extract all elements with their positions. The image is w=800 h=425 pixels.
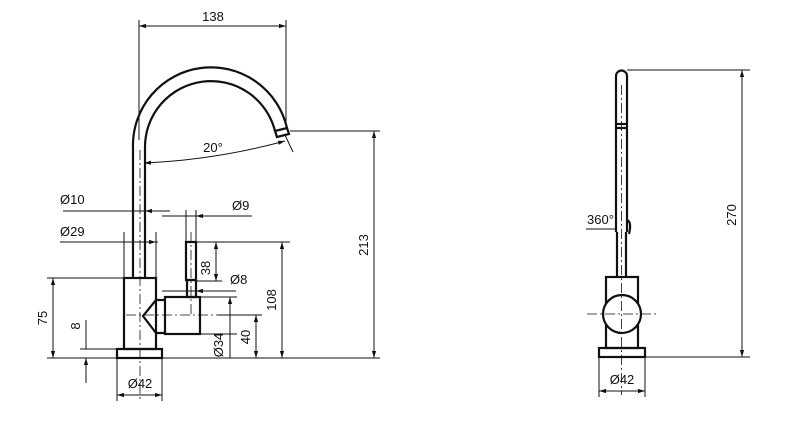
dim-base-thickness: 8 <box>68 322 83 329</box>
dim-total-height: 270 <box>724 204 739 226</box>
dim-body-diameter: Ø29 <box>60 224 85 239</box>
dim-body-height: 75 <box>35 311 50 325</box>
spout-outline <box>131 66 289 278</box>
dim-rotation: 360° <box>587 212 614 227</box>
dim-lever-stem-diameter: Ø8 <box>230 272 247 287</box>
dim-spout-height: 213 <box>356 234 371 256</box>
dim-handle-diameter: Ø34 <box>211 333 226 358</box>
handle-connector <box>141 298 165 335</box>
faucet-base <box>115 347 164 360</box>
handle-body <box>163 295 202 336</box>
dim-lever-top-height: 108 <box>264 289 279 311</box>
dim-spout-reach: 138 <box>202 9 224 24</box>
faucet-base <box>597 346 647 359</box>
front-view: 138 20° 213 Ø10 Ø29 Ø9 Ø8 38 <box>35 9 380 401</box>
dim-arc-angle <box>143 140 286 165</box>
dim-base-diameter: Ø42 <box>128 376 153 391</box>
swivel-joint <box>626 218 632 235</box>
spout-lower <box>615 232 628 277</box>
dim-side-base-diameter: Ø42 <box>610 372 635 387</box>
dim-lever-diameter: Ø9 <box>232 198 249 213</box>
dim-spout-angle: 20° <box>203 140 223 155</box>
spout-tip <box>273 126 291 139</box>
lever-stem <box>185 278 198 299</box>
dim-lever-height: 38 <box>198 261 213 275</box>
side-view: 270 360° Ø42 <box>586 69 750 397</box>
dim-stem-diameter: Ø10 <box>60 192 85 207</box>
dim-handle-center-height: 40 <box>238 330 253 344</box>
spout-tube <box>614 69 629 232</box>
